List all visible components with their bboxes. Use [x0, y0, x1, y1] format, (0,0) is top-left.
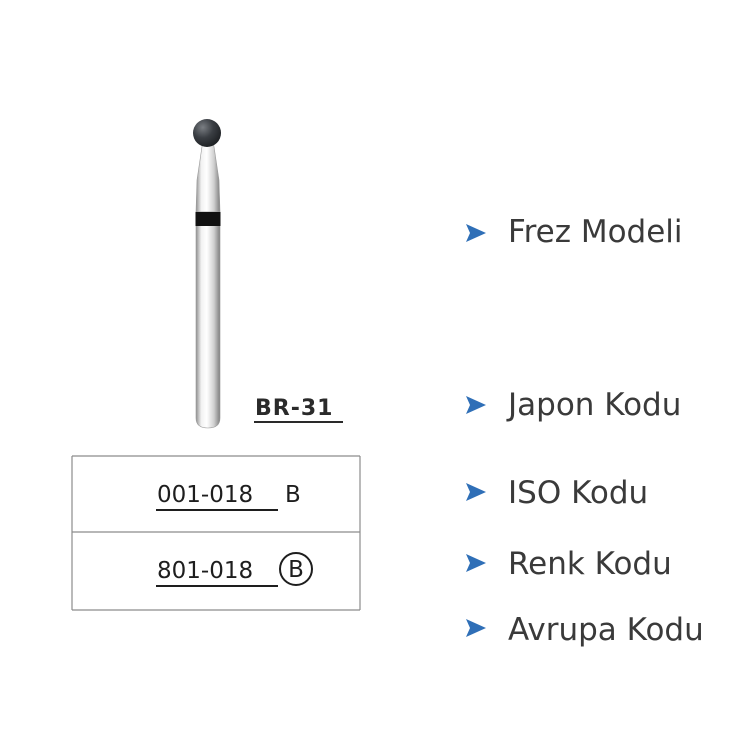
arrow-iso-kodu	[374, 483, 486, 501]
label-japon-kodu: Japon Kodu	[506, 387, 681, 423]
label-avrupa-kodu: Avrupa Kodu	[508, 612, 704, 648]
bur-round-head	[193, 119, 221, 147]
label-iso-kodu: ISO Kodu	[508, 475, 648, 511]
label-renk-kodu: Renk Kodu	[508, 546, 672, 582]
iso-code-suffix: B	[285, 482, 301, 508]
arrow-japon-kodu	[366, 396, 486, 414]
arrow-avrupa-kodu	[300, 619, 486, 637]
arrow-renk-kodu	[374, 554, 486, 572]
color-code-number: 801-018	[157, 558, 253, 584]
arrow-head-icon	[466, 483, 486, 501]
bur-shank	[195, 211, 221, 429]
bur-model-code: BR-31	[255, 396, 333, 421]
label-frez-modeli: Frez Modeli	[508, 214, 683, 250]
bur-neck	[195, 139, 221, 213]
arrow-head-icon	[466, 224, 486, 242]
arrow-head-icon	[466, 396, 486, 414]
arrow-head-icon	[466, 619, 486, 637]
color-code-suffix: B	[288, 557, 304, 583]
bur-color-band	[195, 212, 221, 226]
iso-code-number: 001-018	[157, 482, 253, 508]
arrow-head-icon	[466, 554, 486, 572]
arrow-frez-modeli	[300, 224, 486, 242]
color-code-circle	[279, 552, 313, 586]
dental-bur-illustration	[193, 119, 221, 429]
code-boxes	[71, 455, 361, 611]
